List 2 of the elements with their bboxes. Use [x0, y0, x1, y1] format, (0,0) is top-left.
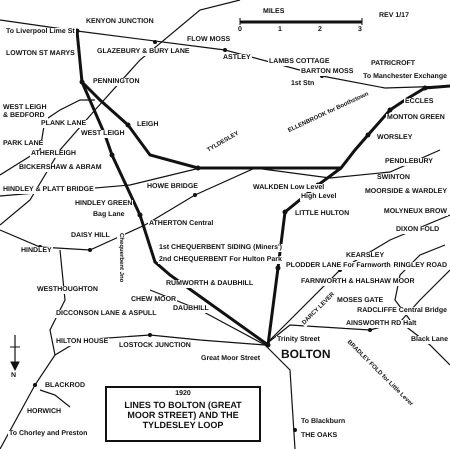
- map-title: LINES TO BOLTON (GREAT MOOR STREET) AND THE TYLDESLEY LOOP: [123, 400, 243, 430]
- station-label: BOLTON: [280, 350, 332, 358]
